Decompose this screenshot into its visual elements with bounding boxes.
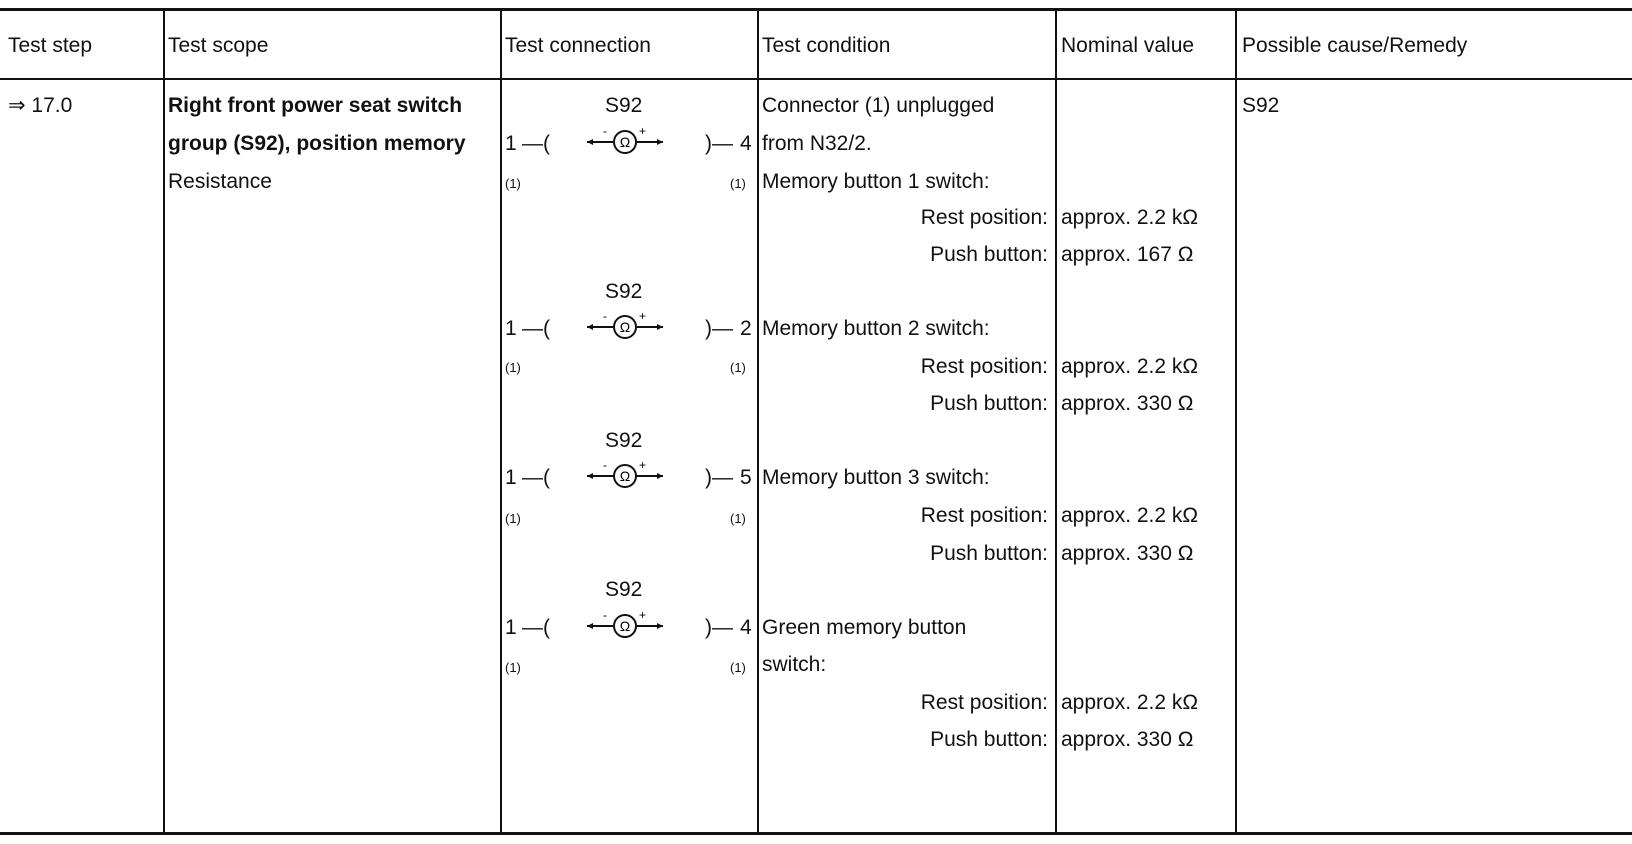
svg-text:-: - xyxy=(603,612,607,622)
pin-left: 1 xyxy=(505,466,517,489)
header-test-connection: Test connection xyxy=(505,34,651,57)
pin-left: 1 xyxy=(505,616,517,639)
connector-left-icon: —( xyxy=(522,466,550,489)
connector-sub-left: (1) xyxy=(505,360,521,375)
svg-text:-: - xyxy=(603,128,607,138)
condition-rest-position: Rest position: xyxy=(920,355,1048,378)
condition-push-button: Push button: xyxy=(930,542,1048,565)
test-scope-title-line1: Right front power seat switch xyxy=(168,94,463,117)
pin-right: 4 xyxy=(740,132,752,155)
pin-left: 1 xyxy=(505,317,517,340)
nominal-value: approx. 2.2 kΩ xyxy=(1061,355,1199,378)
svg-text:-: - xyxy=(603,313,607,323)
nominal-value: approx. 2.2 kΩ xyxy=(1061,691,1199,714)
condition-text: Memory button 3 switch: xyxy=(762,466,990,489)
test-scope-title-line2: group (S92), position memory xyxy=(168,132,466,155)
header-test-step: Test step xyxy=(8,34,93,57)
connector-right-icon: )— xyxy=(705,317,733,340)
ohmmeter-icon: Ω - + xyxy=(583,313,673,341)
condition-push-button: Push button: xyxy=(930,243,1048,266)
nominal-value: approx. 330 Ω xyxy=(1061,542,1194,565)
nominal-value: approx. 330 Ω xyxy=(1061,728,1194,751)
condition-rest-position: Rest position: xyxy=(920,504,1048,527)
nominal-value: approx. 167 Ω xyxy=(1061,243,1194,266)
test-scope-measurement: Resistance xyxy=(168,170,272,193)
connector-sub-left: (1) xyxy=(505,660,521,675)
condition-rest-position: Rest position: xyxy=(920,691,1048,714)
connector-sub-right: (1) xyxy=(730,360,746,375)
connector-right-icon: )— xyxy=(705,616,733,639)
pin-right: 2 xyxy=(740,317,752,340)
header-test-scope: Test scope xyxy=(168,34,269,57)
ohmmeter-icon: Ω - + xyxy=(583,128,673,156)
ohmmeter-icon: Ω - + xyxy=(583,462,673,490)
condition-push-button: Push button: xyxy=(930,728,1048,751)
condition-text: Connector (1) unplugged xyxy=(762,94,995,117)
ohmmeter-icon: Ω - + xyxy=(583,612,673,640)
connector-left-icon: —( xyxy=(522,616,550,639)
connector-sub-left: (1) xyxy=(505,511,521,526)
column-divider xyxy=(1235,8,1237,834)
nominal-value: approx. 330 Ω xyxy=(1061,392,1194,415)
test-step-number: ⇒ 17.0 xyxy=(8,94,73,117)
connector-left-icon: —( xyxy=(522,317,550,340)
component-label: S92 xyxy=(605,429,643,452)
condition-text: from N32/2. xyxy=(762,132,872,155)
svg-text:+: + xyxy=(639,313,646,323)
nominal-value: approx. 2.2 kΩ xyxy=(1061,504,1199,527)
nominal-value: approx. 2.2 kΩ xyxy=(1061,206,1199,229)
svg-text:Ω: Ω xyxy=(620,468,630,484)
condition-text: switch: xyxy=(762,653,827,676)
pin-right: 4 xyxy=(740,616,752,639)
component-label: S92 xyxy=(605,280,643,303)
connector-left-icon: —( xyxy=(522,132,550,155)
table-bottom-rule xyxy=(0,832,1632,835)
component-label: S92 xyxy=(605,94,643,117)
svg-text:+: + xyxy=(639,128,646,138)
header-bottom-rule xyxy=(0,78,1632,80)
svg-text:+: + xyxy=(639,462,646,472)
connector-sub-right: (1) xyxy=(730,660,746,675)
svg-text:Ω: Ω xyxy=(620,319,630,335)
connector-right-icon: )— xyxy=(705,132,733,155)
condition-rest-position: Rest position: xyxy=(920,206,1048,229)
connector-sub-left: (1) xyxy=(505,176,521,191)
condition-push-button: Push button: xyxy=(930,392,1048,415)
condition-text: Green memory button xyxy=(762,616,967,639)
pin-right: 5 xyxy=(740,466,752,489)
connector-sub-right: (1) xyxy=(730,511,746,526)
connector-right-icon: )— xyxy=(705,466,733,489)
header-test-condition: Test condition xyxy=(762,34,891,57)
table-top-rule xyxy=(0,8,1632,11)
column-divider xyxy=(757,8,759,834)
possible-cause-value: S92 xyxy=(1242,94,1280,117)
header-nominal-value: Nominal value xyxy=(1061,34,1195,57)
condition-text: Memory button 2 switch: xyxy=(762,317,990,340)
column-divider xyxy=(1055,8,1057,834)
svg-text:Ω: Ω xyxy=(620,618,630,634)
pin-left: 1 xyxy=(505,132,517,155)
column-divider xyxy=(163,8,165,834)
column-divider xyxy=(500,8,502,834)
svg-text:+: + xyxy=(639,612,646,622)
component-label: S92 xyxy=(605,578,643,601)
condition-text: Memory button 1 switch: xyxy=(762,170,990,193)
svg-text:Ω: Ω xyxy=(620,134,630,150)
svg-text:-: - xyxy=(603,462,607,472)
header-possible-cause: Possible cause/Remedy xyxy=(1242,34,1468,57)
connector-sub-right: (1) xyxy=(730,176,746,191)
